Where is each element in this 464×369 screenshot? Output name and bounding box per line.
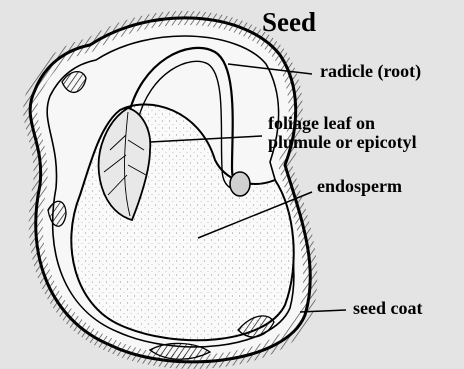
foliage-leaf-label: foliage leaf on plumule or epicotyl bbox=[268, 114, 417, 152]
foliage-label-line1: foliage leaf on bbox=[268, 114, 417, 133]
seed-coat-label: seed coat bbox=[353, 299, 422, 318]
endosperm-label: endosperm bbox=[317, 177, 402, 196]
diagram-title: Seed bbox=[262, 8, 316, 36]
foliage-label-line2: plumule or epicotyl bbox=[268, 133, 417, 152]
radicle-label: radicle (root) bbox=[320, 62, 421, 81]
radicle-tip bbox=[230, 172, 250, 196]
